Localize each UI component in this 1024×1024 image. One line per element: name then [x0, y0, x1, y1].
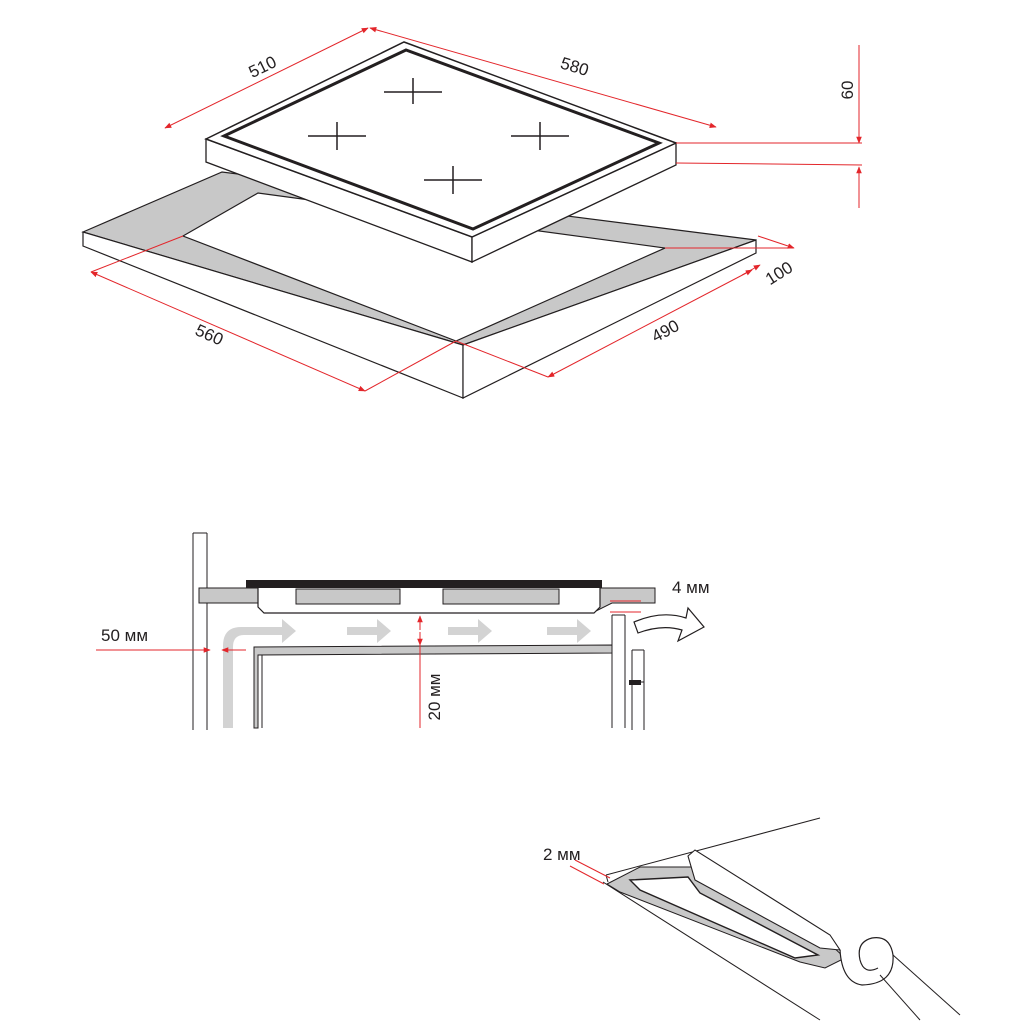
burner-base-right: [442, 588, 560, 605]
vent-dimension-lines: [96, 600, 641, 728]
hob-top-surface: [204, 41, 678, 238]
airflow-exit-icon: [633, 606, 705, 643]
hob-glass-section: [246, 580, 602, 588]
airflow-arrow-icon: [347, 619, 391, 643]
dim-hob-width: 510: [246, 52, 280, 82]
dim-side-gap: 50 мм: [101, 626, 148, 645]
airflow-arrow-icon: [448, 619, 492, 643]
airflow-arrow-icon: [547, 619, 591, 643]
dimension-lines: [90, 27, 863, 392]
dim-cutout-depth: 490: [648, 316, 682, 346]
dim-bottom-gap: 20 мм: [425, 673, 444, 720]
burner-front-icon: [424, 166, 482, 194]
burner-base-left: [295, 588, 401, 605]
wall: [192, 532, 208, 730]
seal-roll-icon: [839, 937, 961, 1021]
door-handle: [629, 680, 641, 685]
dim-edge-clearance: 100: [762, 258, 796, 289]
dim-hob-depth: 580: [558, 54, 591, 80]
seal-inner-channel: [628, 876, 821, 959]
seal-application-diagram: 2 мм: [543, 817, 961, 1021]
dim-vent-gap: 4 мм: [672, 578, 710, 597]
countertop-front-edge: [82, 231, 464, 399]
cabinet-door: [631, 649, 645, 730]
dim-hob-height: 60: [838, 81, 857, 100]
ventilation-section-diagram: 50 мм 4 мм 20 мм: [96, 532, 710, 730]
airflow-up-icon: [223, 619, 296, 728]
dim-seal-thickness: 2 мм: [543, 845, 581, 864]
dim-cutout-width: 560: [192, 321, 226, 350]
cabinet-right-wall: [611, 614, 626, 728]
airflow-arrows: [223, 606, 705, 728]
hob-isometric-diagram: 510 580 60 560 490 100: [81, 27, 863, 399]
